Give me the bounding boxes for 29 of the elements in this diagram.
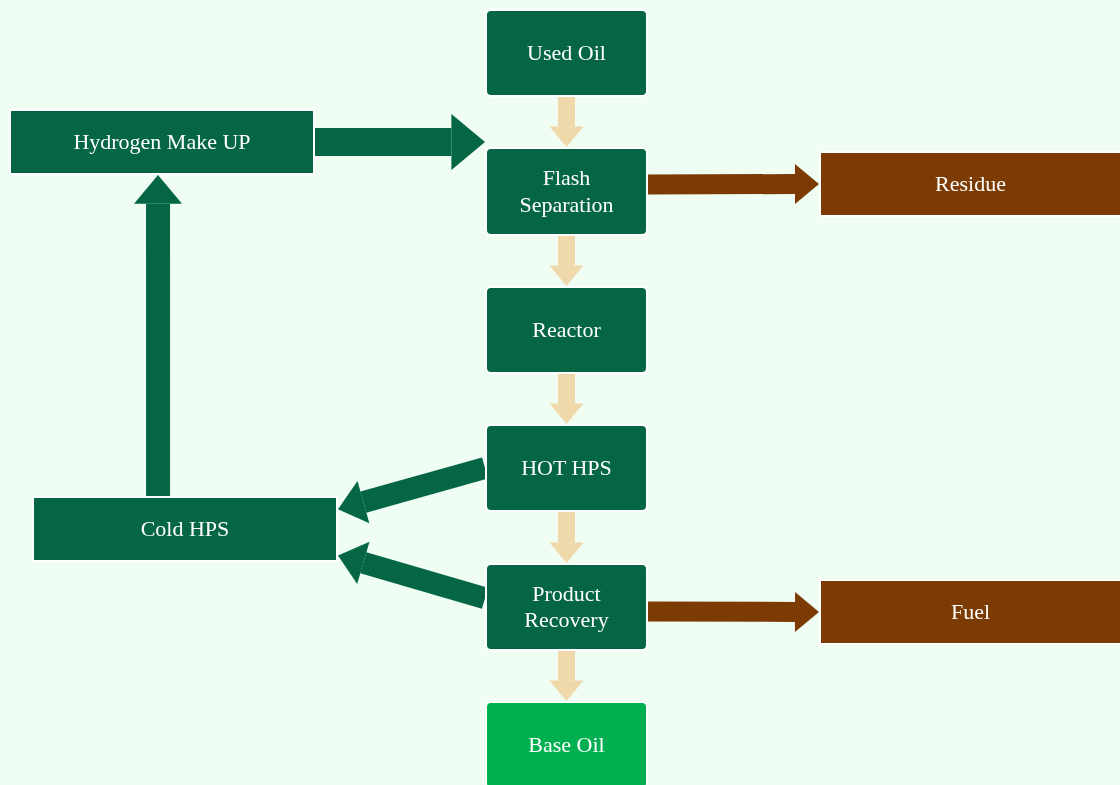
process-box — [819, 151, 1120, 217]
box-label: Cold HPS — [139, 515, 231, 543]
block-arrow — [549, 651, 584, 701]
process-box — [32, 496, 338, 562]
process-box — [485, 9, 648, 97]
box-label: Base Oil — [527, 731, 606, 759]
box-label: Residue — [934, 170, 1007, 198]
process-box — [485, 424, 648, 512]
block-arrow — [647, 164, 819, 205]
block-arrow — [549, 97, 584, 147]
block-arrow — [647, 591, 819, 632]
process-box — [485, 286, 648, 374]
box-label: Used Oil — [526, 39, 607, 67]
box-label: Reactor — [531, 316, 602, 344]
block-arrow — [549, 236, 584, 286]
process-box — [485, 147, 648, 236]
process-box — [485, 563, 648, 651]
process-box — [819, 579, 1120, 645]
block-arrow — [549, 374, 584, 424]
block-arrow — [315, 114, 485, 170]
box-label: Hydrogen Make UP — [72, 128, 252, 156]
box-label: Product Recovery — [523, 580, 610, 634]
block-arrow — [549, 512, 584, 563]
block-arrow — [134, 175, 183, 496]
box-label: Flash Separation — [518, 165, 615, 218]
process-box — [9, 109, 315, 175]
box-label: HOT HPS — [520, 454, 613, 482]
process-box — [485, 701, 648, 785]
box-label: Fuel — [949, 598, 992, 626]
